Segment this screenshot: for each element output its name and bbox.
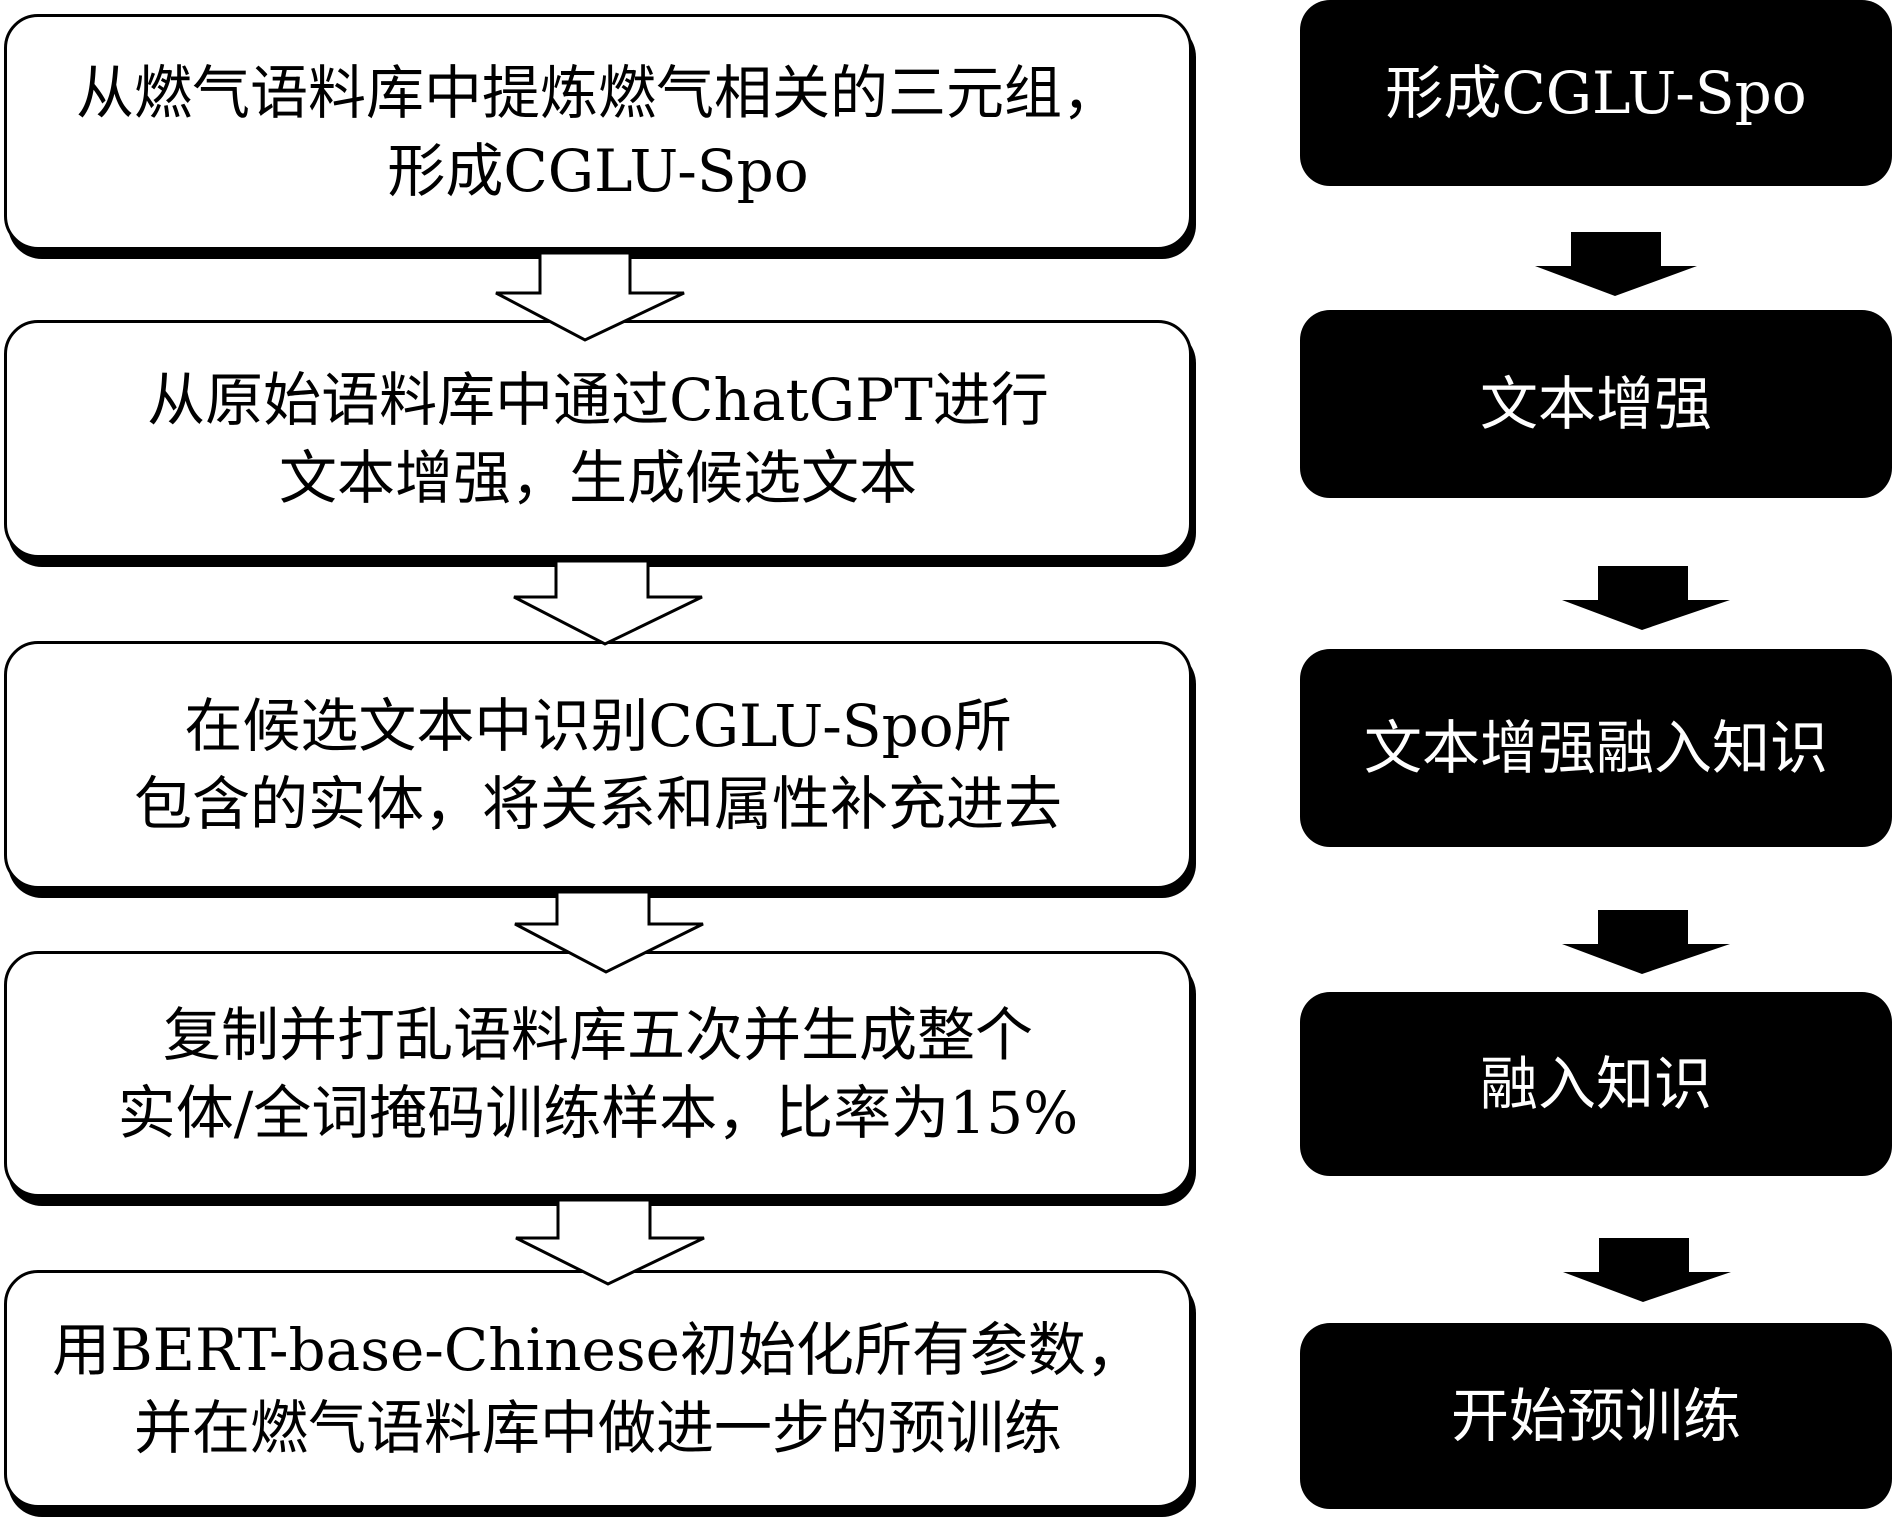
left-arrow-4 bbox=[515, 1198, 705, 1286]
right-step-4-label: 融入知识 bbox=[1479, 1050, 1712, 1118]
right-arrow-2 bbox=[1562, 566, 1730, 630]
left-step-2: 从原始语料库中通过ChatGPT进行 文本增强，生成候选文本 bbox=[4, 320, 1192, 558]
left-step-5-line-2: 并在燃气语料库中做进一步的预训练 bbox=[133, 1394, 1062, 1462]
left-step-4-line-1: 复制并打乱语料库五次并生成整个 bbox=[162, 1001, 1033, 1069]
left-step-4-line-2: 实体/全词掩码训练样本，比率为15% bbox=[117, 1079, 1079, 1147]
left-step-1-line-2: 形成CGLU-Spo bbox=[387, 137, 809, 205]
left-step-1-line-1: 从燃气语料库中提炼燃气相关的三元组， bbox=[75, 59, 1120, 127]
right-step-5: 开始预训练 bbox=[1300, 1323, 1892, 1509]
right-step-3-label: 文本增强融入知识 bbox=[1363, 714, 1828, 782]
left-step-2-line-2: 文本增强，生成候选文本 bbox=[278, 444, 917, 512]
right-step-4: 融入知识 bbox=[1300, 992, 1892, 1176]
right-step-1: 形成CGLU-Spo bbox=[1300, 0, 1892, 186]
left-step-2-line-1: 从原始语料库中通过ChatGPT进行 bbox=[147, 366, 1049, 434]
left-arrow-3 bbox=[514, 890, 704, 974]
right-step-2-label: 文本增强 bbox=[1479, 370, 1712, 438]
right-step-1-label: 形成CGLU-Spo bbox=[1385, 59, 1807, 127]
left-step-3: 在候选文本中识别CGLU-Spo所 包含的实体，将关系和属性补充进去 bbox=[4, 641, 1192, 889]
left-step-5-line-1: 用BERT-base-Chinese初始化所有参数， bbox=[52, 1316, 1144, 1384]
right-arrow-3 bbox=[1562, 910, 1730, 974]
left-arrow-1 bbox=[495, 251, 685, 342]
right-step-3: 文本增强融入知识 bbox=[1300, 649, 1892, 847]
left-step-5: 用BERT-base-Chinese初始化所有参数， 并在燃气语料库中做进一步的… bbox=[4, 1270, 1192, 1508]
left-step-1: 从燃气语料库中提炼燃气相关的三元组， 形成CGLU-Spo bbox=[4, 14, 1192, 250]
left-step-3-line-2: 包含的实体，将关系和属性补充进去 bbox=[133, 770, 1062, 838]
left-arrow-2 bbox=[513, 559, 703, 646]
right-step-2: 文本增强 bbox=[1300, 310, 1892, 498]
left-step-4: 复制并打乱语料库五次并生成整个 实体/全词掩码训练样本，比率为15% bbox=[4, 951, 1192, 1197]
right-arrow-4 bbox=[1563, 1238, 1731, 1302]
left-step-3-line-1: 在候选文本中识别CGLU-Spo所 bbox=[184, 692, 1012, 760]
right-arrow-1 bbox=[1535, 232, 1697, 296]
right-step-5-label: 开始预训练 bbox=[1450, 1382, 1741, 1450]
